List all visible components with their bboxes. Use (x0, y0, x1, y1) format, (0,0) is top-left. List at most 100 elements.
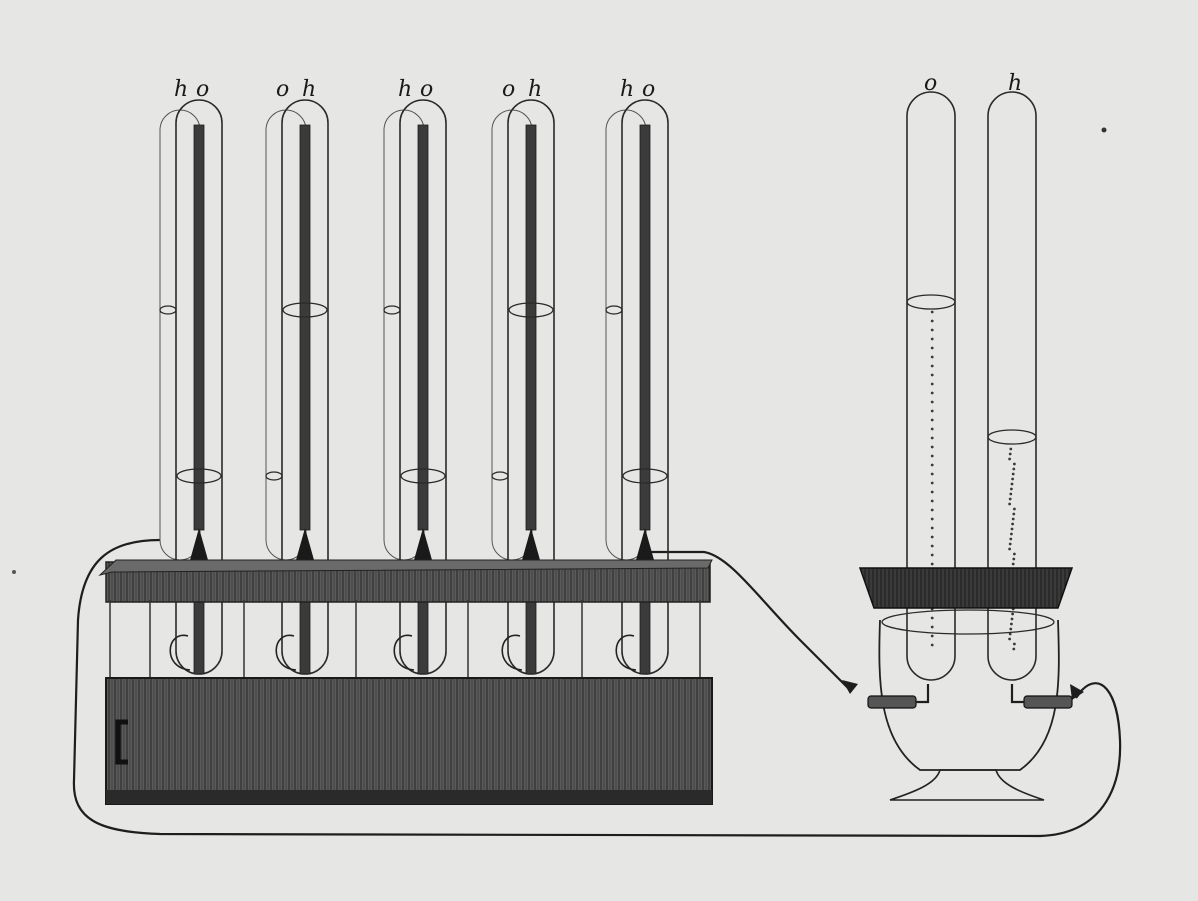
gas-bubble (930, 382, 934, 386)
gas-bubble (930, 364, 934, 368)
gas-bubble (930, 517, 934, 521)
base-handle (115, 719, 128, 765)
voltameter-label-left: o (924, 71, 937, 96)
cell-outer-liquid-level (265, 471, 283, 481)
gas-bubble (1008, 502, 1011, 506)
voltameter-foot (889, 769, 1045, 801)
cell-label-left: o (276, 77, 289, 102)
voltameter-terminal-left (867, 695, 917, 709)
gas-bubble (930, 472, 934, 476)
stray-dot (12, 570, 16, 574)
cell-electrode-lower (639, 599, 651, 675)
wire-arrow-left (842, 680, 858, 694)
voltameter-lead-left (916, 684, 930, 704)
gas-bubble (930, 418, 934, 422)
wire-arrow-right (1070, 684, 1084, 700)
battery-base (105, 677, 713, 805)
gas-bubble (1009, 447, 1013, 451)
gas-bubble (930, 499, 934, 503)
gas-bubble (1012, 647, 1016, 651)
voltameter-left-gas-level (906, 294, 956, 310)
gas-bubble (930, 409, 934, 413)
gas-bubble (1011, 612, 1014, 616)
gas-bubble (1013, 462, 1016, 466)
gas-bubble (930, 427, 934, 431)
gas-bubble (1010, 527, 1014, 531)
voltameter-bowl-water (881, 609, 1055, 635)
cell-outer-liquid-level (159, 305, 177, 315)
gas-bubble (1010, 487, 1013, 491)
gas-bubble (930, 373, 934, 377)
cell-label-right: h (302, 77, 316, 102)
gas-bubble (930, 625, 934, 629)
gas-bubble (1012, 557, 1016, 561)
cell-outer-liquid-level (605, 305, 623, 315)
cell-liquid-level (176, 468, 222, 484)
gas-bubble (930, 391, 934, 395)
cell-electrode-rod (299, 124, 311, 531)
gas-bubble (930, 562, 934, 566)
cell-label-left: h (398, 77, 412, 102)
stray-dot (1101, 127, 1107, 133)
cell-electrode-lower (193, 599, 205, 675)
gas-bubble (1008, 637, 1011, 641)
cell-label-left: h (174, 77, 188, 102)
gas-bubble (930, 634, 934, 638)
voltameter-tube-right (987, 91, 1037, 681)
gas-bubble (930, 337, 934, 341)
voltameter-terminal-right (1023, 695, 1073, 709)
gas-bubble (1011, 477, 1014, 481)
voltameter: o h (858, 71, 1074, 801)
gas-bubble (1013, 642, 1016, 646)
cell-cup-hook (393, 634, 415, 671)
cell-electrode-clamp (296, 528, 314, 560)
gas-bubble (1008, 497, 1012, 501)
gas-bubble (930, 319, 934, 323)
gas-bubble (930, 526, 934, 530)
cell-electrode-clamp (636, 528, 654, 560)
gas-bubble (1011, 562, 1015, 566)
gas-bubble (1008, 452, 1012, 456)
gas-bubble (930, 400, 934, 404)
gas-bubble (930, 310, 934, 314)
gas-bubble (1008, 547, 1011, 551)
gas-bubble (1008, 632, 1012, 636)
gas-bubble (1010, 482, 1014, 486)
cell-label-right: h (528, 77, 542, 102)
gas-bubble (1008, 457, 1011, 461)
base-bottom-shadow (106, 790, 712, 804)
cell-electrode-rod (525, 124, 537, 531)
gas-bubble (1009, 627, 1013, 631)
gas-bubble (1013, 507, 1016, 511)
cell-electrode-lower (417, 599, 429, 675)
gas-bubble (930, 454, 934, 458)
gas-bubble (1010, 622, 1013, 626)
gas-bubble (1012, 467, 1016, 471)
cell-label-left: o (502, 77, 515, 102)
gas-bubble (930, 490, 934, 494)
cell-electrode-clamp (522, 528, 540, 560)
gas-bubble (1010, 617, 1014, 621)
cell-cup-hook (169, 634, 191, 671)
cell-label-right: o (196, 77, 209, 102)
gas-bubble (1012, 512, 1016, 516)
gas-bubble (1011, 472, 1015, 476)
cell-liquid-level (282, 302, 328, 318)
gas-bubble (930, 463, 934, 467)
gas-bubble (930, 436, 934, 440)
gas-bubble (930, 553, 934, 557)
cell-label-right: o (642, 77, 655, 102)
circuit-wire-top (640, 550, 851, 691)
gas-bubble (930, 328, 934, 332)
gas-bubble (1009, 537, 1013, 541)
cell-label-left: h (620, 77, 634, 102)
voltameter-lead-right (1010, 684, 1024, 704)
frame-top-edge (98, 559, 713, 576)
cell-liquid-level (508, 302, 554, 318)
voltameter-tube-left (906, 91, 956, 681)
gas-bubble (930, 643, 934, 647)
cell-electrode-clamp (414, 528, 432, 560)
